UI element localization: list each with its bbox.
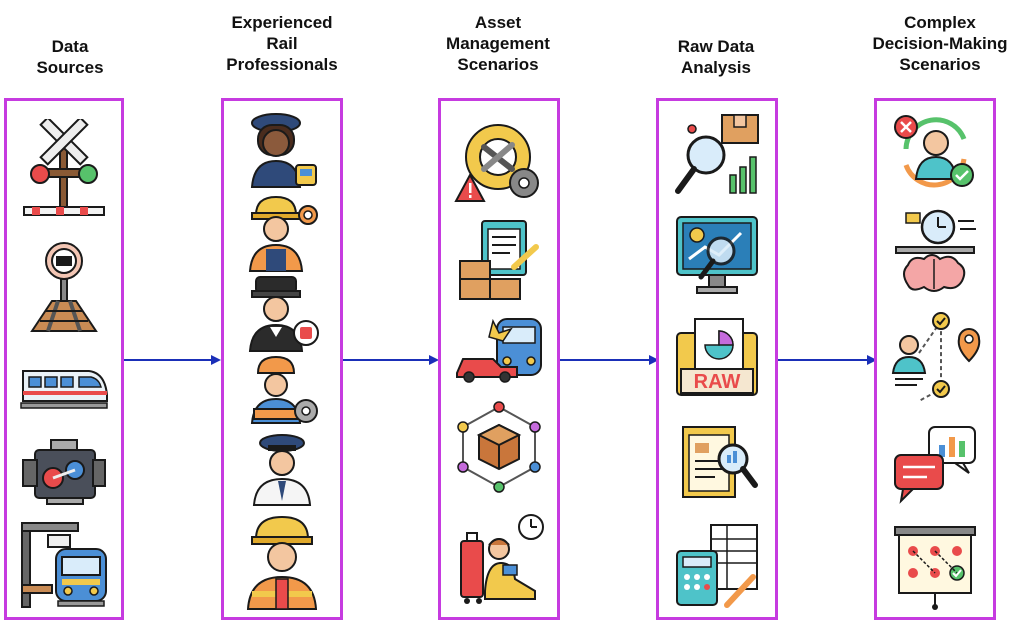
broken-gear-warning-icon: [454, 124, 539, 202]
high-speed-train-icon: [20, 370, 108, 409]
time-brain-balance-icon: [895, 209, 976, 292]
stage-title-rail-professionals: Experienced Rail Professionals: [226, 13, 338, 74]
train-driver-icon: [248, 276, 319, 352]
inventory-checklist-icon: [459, 220, 539, 300]
flow-arrow-3: [559, 355, 659, 365]
chat-chart-bubbles-icon: [894, 426, 976, 504]
engineer-with-gear-icon: [248, 195, 318, 272]
rail-police-officer-icon: [252, 434, 312, 506]
train-station-platform-icon: [21, 522, 107, 608]
female-rail-conductor-icon: [250, 113, 317, 188]
raw-data-folder-icon: RAW: [676, 318, 758, 396]
stage-title-data-sources: Data Sources: [36, 37, 104, 77]
rail-professionals-column: [221, 98, 343, 620]
flow-arrow-1: [123, 355, 221, 365]
construction-worker-icon: [246, 515, 318, 610]
data-search-chart-icon: [675, 114, 759, 194]
train-car-collision-icon: [456, 318, 542, 383]
data-sources-column: [4, 98, 124, 620]
strategy-board-icon: [894, 526, 976, 610]
decision-path-person-icon: [891, 312, 981, 402]
calculator-spreadsheet-icon: [676, 524, 758, 608]
raw-data-analysis-column: RAW: [656, 98, 778, 620]
railroad-crossing-signal-icon: [23, 119, 105, 216]
stage-title-asset-management: Asset Management Scenarios: [446, 13, 550, 74]
monitor-analytics-icon: [676, 216, 758, 294]
flow-arrow-2: [341, 355, 439, 365]
asset-management-column: [438, 98, 560, 620]
decision-making-column: [874, 98, 996, 620]
decision-cycle-person-icon: [894, 115, 974, 188]
svg-text:RAW: RAW: [694, 371, 741, 393]
stage-title-decision-making: Complex Decision-Making Scenarios: [872, 13, 1008, 74]
flow-arrow-4: [777, 355, 877, 365]
document-magnifier-icon: [682, 426, 758, 498]
stage-title-raw-data: Raw Data Analysis: [677, 37, 755, 77]
waiting-passenger-icon: [460, 514, 544, 604]
maintenance-worker-icon: [250, 355, 318, 424]
rail-track-sign-icon: [30, 242, 98, 332]
asset-network-box-icon: [457, 401, 541, 493]
train-camera-sensor-icon: [22, 439, 106, 505]
